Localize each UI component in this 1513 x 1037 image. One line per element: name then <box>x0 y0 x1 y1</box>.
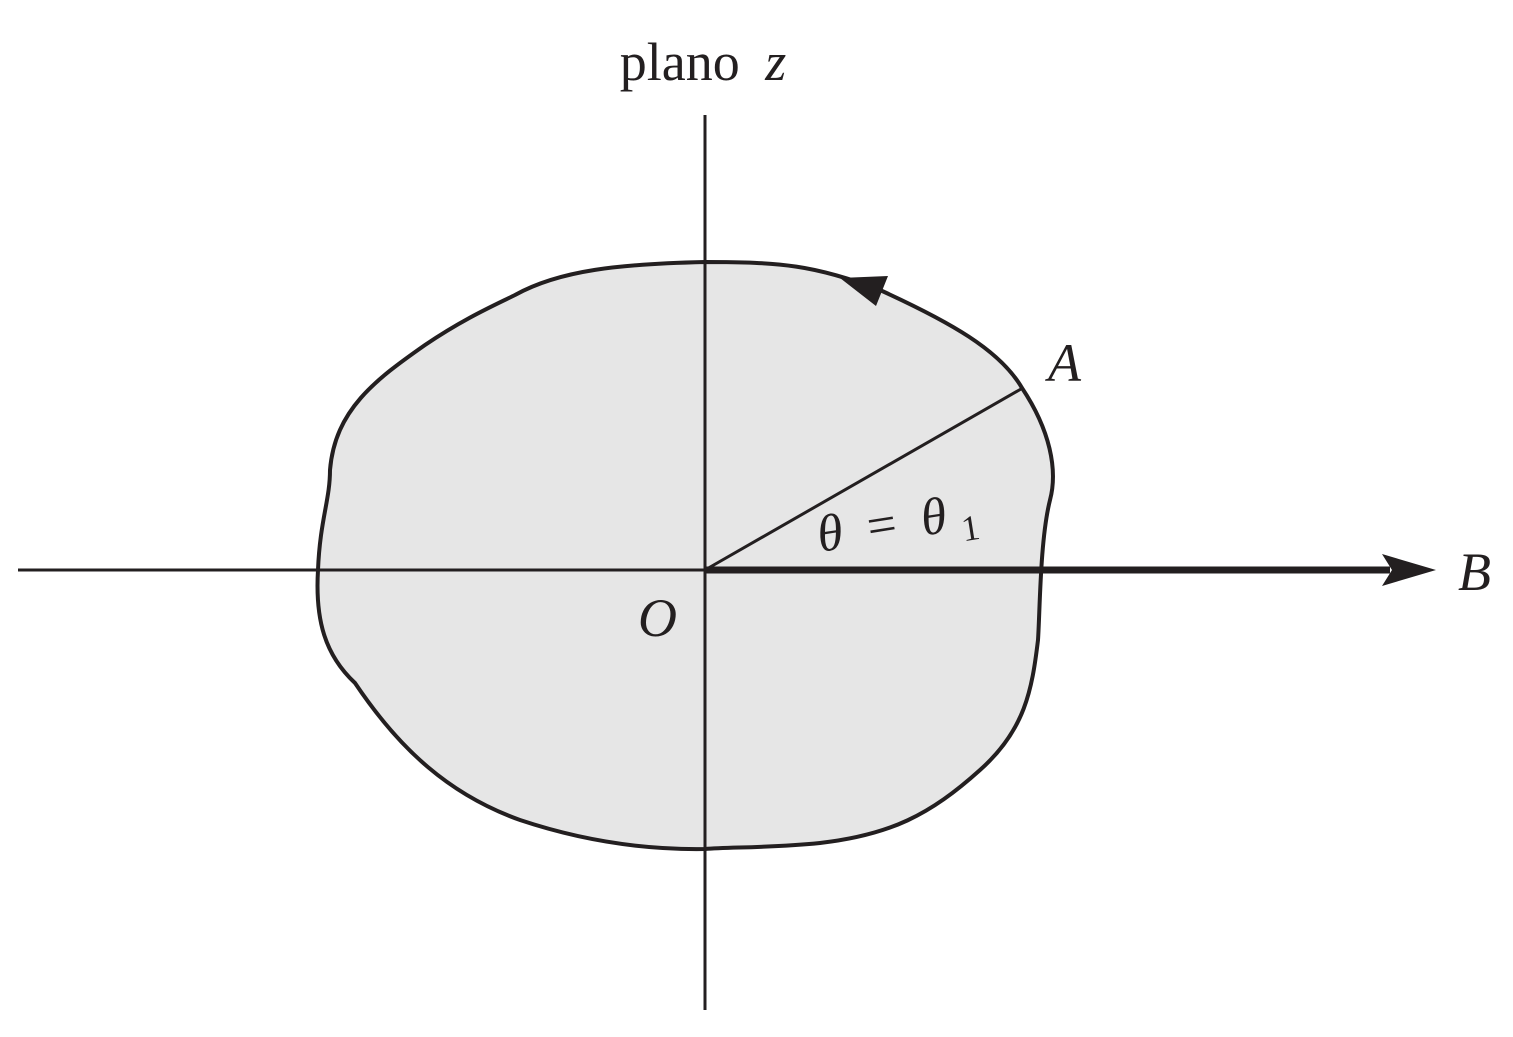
ray-oa <box>704 387 1022 572</box>
point-b-label: B <box>1458 542 1491 602</box>
closed-region <box>315 260 1055 852</box>
contour-direction-arrowhead <box>840 276 888 306</box>
ray-ob-arrowhead <box>1382 554 1436 586</box>
origin-label: O <box>638 588 677 648</box>
title-variable: z <box>764 32 786 92</box>
title-word: plano <box>620 32 740 92</box>
diagram-title: plano z <box>620 32 787 92</box>
point-a-label: A <box>1045 333 1082 393</box>
